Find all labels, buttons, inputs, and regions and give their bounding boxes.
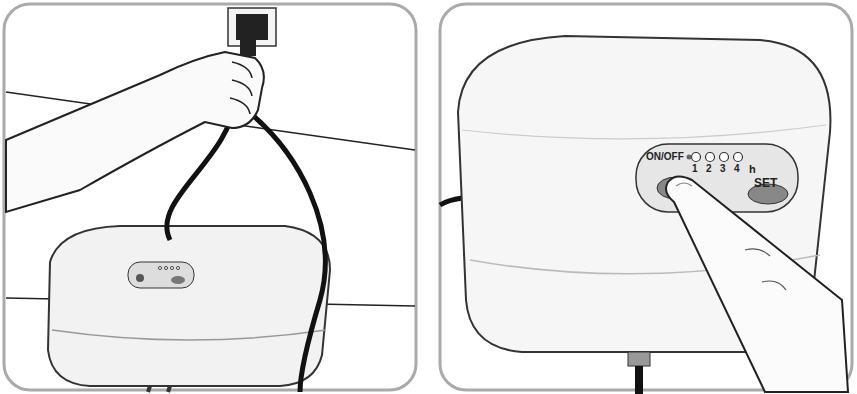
panel-label: h — [749, 164, 756, 175]
panel-label: 2 — [706, 164, 712, 174]
panel-label: 1 — [692, 164, 698, 174]
plug-scene — [6, 8, 415, 392]
panel-label: SET — [754, 177, 777, 189]
panel-label: ON/OFF — [646, 152, 684, 162]
panel-label: 3 — [720, 164, 726, 174]
left-frame — [4, 4, 416, 390]
control-panel: ON/OFF 1234hSET — [636, 144, 798, 212]
panel-label: 4 — [734, 164, 740, 174]
